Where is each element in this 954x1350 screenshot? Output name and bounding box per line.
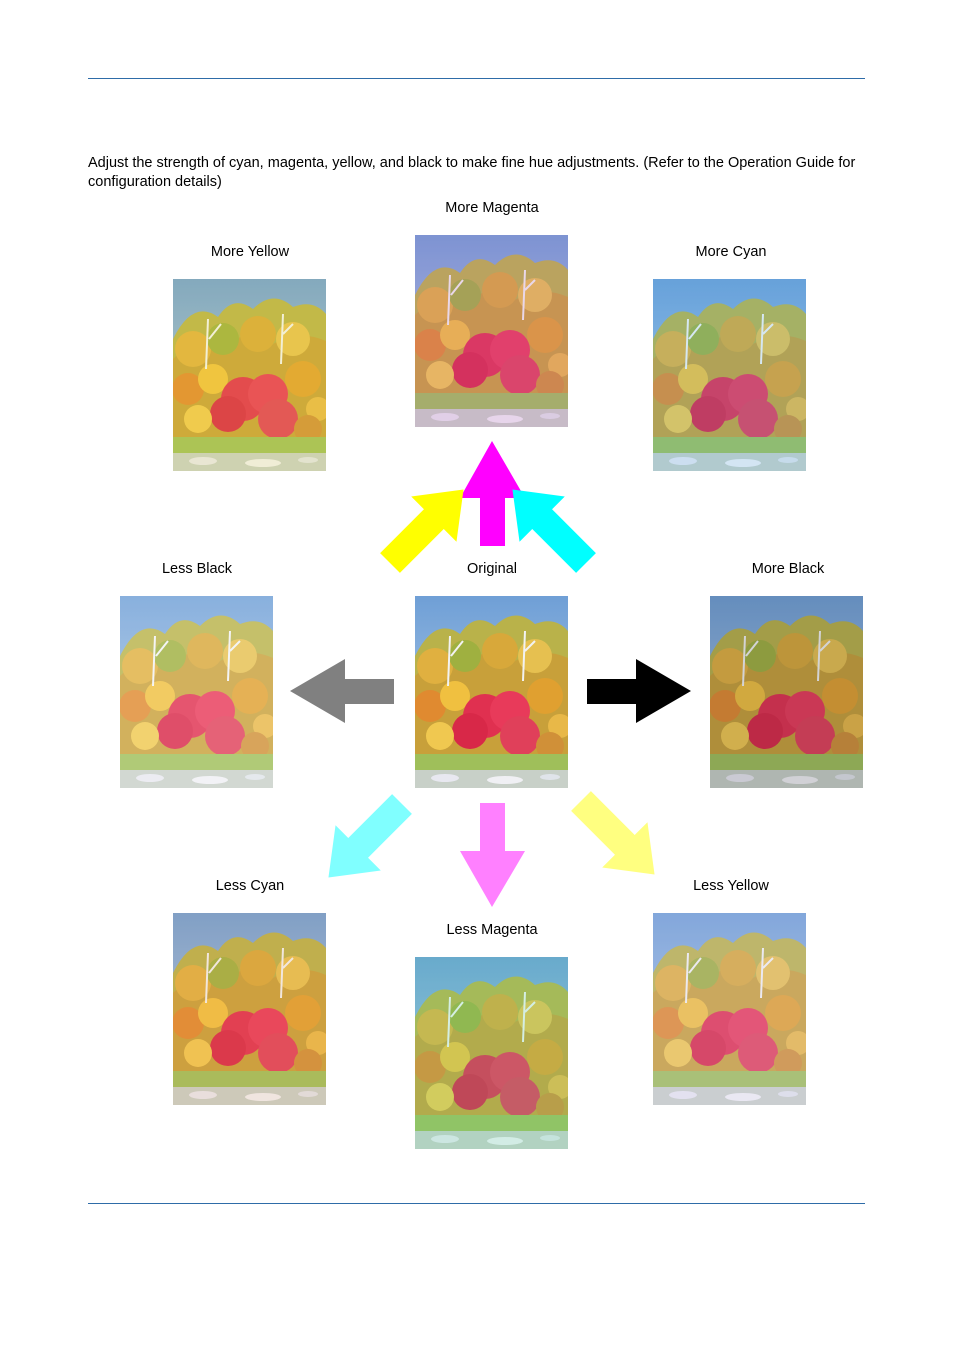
arrow-right-black — [587, 659, 691, 723]
arrow-downright-lightyellow — [571, 791, 655, 875]
photo-less-yellow — [653, 913, 806, 1105]
label-more-black: More Black — [751, 561, 825, 577]
photo-more-yellow — [173, 279, 326, 471]
label-more-yellow: More Yellow — [210, 244, 290, 260]
label-more-cyan: More Cyan — [695, 244, 767, 260]
arrow-upright-cyan — [512, 489, 596, 573]
top-rule — [88, 78, 865, 79]
label-original: Original — [467, 561, 517, 577]
arrow-left-gray — [290, 659, 394, 723]
arrow-down-lightmagenta — [460, 803, 525, 907]
label-less-magenta: Less Magenta — [446, 922, 538, 938]
photo-less-magenta — [415, 957, 568, 1149]
bottom-rule — [88, 1203, 865, 1204]
arrow-downleft-lightcyan — [328, 794, 412, 878]
intro-paragraph: Adjust the strength of cyan, magenta, ye… — [88, 155, 856, 190]
label-less-cyan: Less Cyan — [215, 878, 285, 894]
label-more-magenta: More Magenta — [445, 200, 539, 216]
photo-more-cyan — [653, 279, 806, 471]
photo-original — [415, 596, 568, 788]
photo-more-magenta — [415, 235, 568, 427]
photo-more-black — [710, 596, 863, 788]
arrow-up-magenta — [460, 441, 525, 546]
arrow-upleft-yellow — [380, 489, 464, 573]
photo-less-cyan — [173, 913, 326, 1105]
label-less-black: Less Black — [161, 561, 233, 577]
photo-less-black — [120, 596, 273, 788]
label-less-yellow: Less Yellow — [693, 878, 769, 894]
